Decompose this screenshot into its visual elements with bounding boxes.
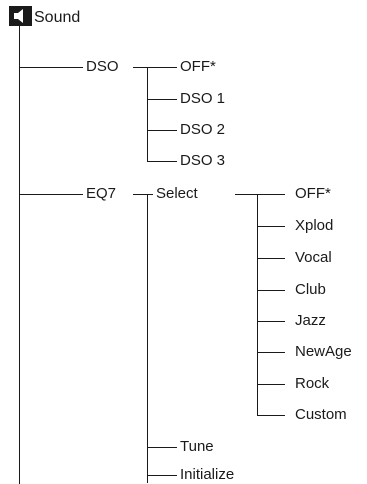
select-option-rock: Rock bbox=[295, 375, 330, 392]
select-option-newage: NewAge bbox=[295, 343, 352, 360]
eq7-item-initialize: Initialize bbox=[180, 466, 235, 483]
trunk-line bbox=[19, 26, 20, 484]
menu-item-dso: DSO bbox=[86, 58, 119, 75]
select-option-jazz: Jazz bbox=[295, 312, 326, 329]
connector-newage bbox=[257, 352, 285, 353]
dso-option-dso-3: DSO 3 bbox=[180, 152, 226, 169]
dso-option-dso-2: DSO 2 bbox=[180, 121, 226, 138]
connector-dso-3 bbox=[147, 161, 177, 162]
speaker-icon bbox=[9, 6, 32, 26]
connector-dso-options bbox=[133, 67, 177, 68]
connector-eq7-children bbox=[133, 194, 153, 195]
eq7-item-select: Select bbox=[156, 185, 198, 202]
eq7-children-spine bbox=[147, 194, 148, 483]
menu-item-eq7: EQ7 bbox=[86, 185, 117, 202]
connector-select-options bbox=[235, 194, 285, 195]
connector-initialize bbox=[147, 475, 177, 476]
connector-custom bbox=[257, 415, 285, 416]
select-option-xplod: Xplod bbox=[295, 217, 334, 234]
select-option-club: Club bbox=[295, 281, 326, 298]
connector-eq7 bbox=[19, 194, 83, 195]
select-option-custom: Custom bbox=[295, 406, 347, 423]
dso-options-spine bbox=[147, 67, 148, 161]
connector-dso bbox=[19, 67, 83, 68]
connector-vocal bbox=[257, 258, 285, 259]
connector-xplod bbox=[257, 226, 285, 227]
menu-title: Sound bbox=[34, 9, 81, 26]
connector-tune bbox=[147, 447, 177, 448]
select-option-off: OFF* bbox=[295, 185, 331, 202]
dso-option-off: OFF* bbox=[180, 58, 216, 75]
dso-option-dso-1: DSO 1 bbox=[180, 90, 226, 107]
connector-dso-1 bbox=[147, 99, 177, 100]
connector-jazz bbox=[257, 321, 285, 322]
select-options-spine bbox=[257, 194, 258, 415]
connector-club bbox=[257, 290, 285, 291]
connector-dso-2 bbox=[147, 130, 177, 131]
select-option-vocal: Vocal bbox=[295, 249, 332, 266]
connector-rock bbox=[257, 384, 285, 385]
eq7-item-tune: Tune bbox=[180, 438, 214, 455]
